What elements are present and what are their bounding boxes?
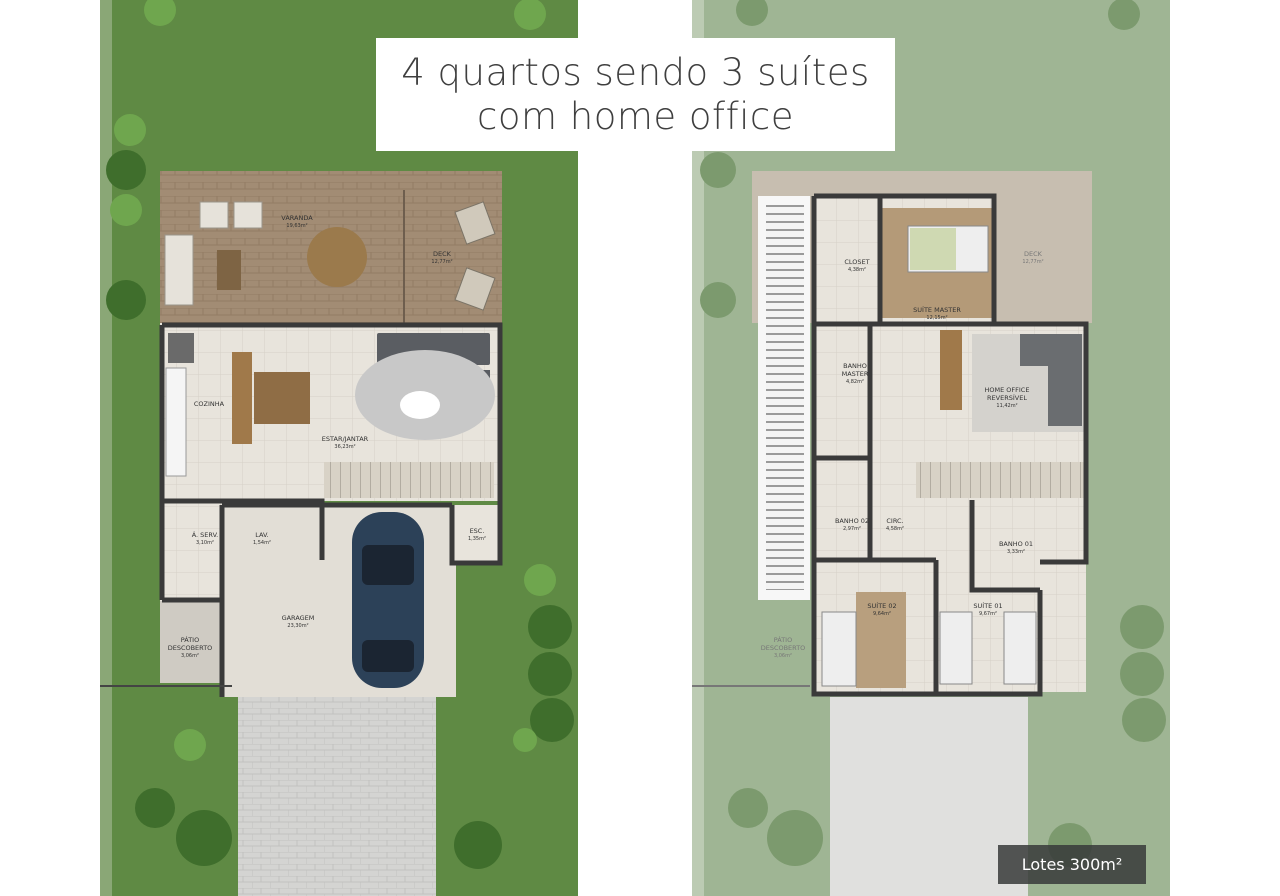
svg-text:3,10m²: 3,10m² <box>196 540 214 546</box>
ground-room-labels: VARANDA 19,63m² DECK 12,77m² COZINHA EST… <box>168 214 486 659</box>
bush <box>135 788 175 828</box>
bush <box>528 652 572 696</box>
svg-text:19,63m²: 19,63m² <box>286 223 307 229</box>
svg-text:MASTER: MASTER <box>842 370 869 378</box>
room-label-cozinha: COZINHA <box>194 400 225 408</box>
room-label-suite02: SUÍTE 02 <box>867 601 896 610</box>
svg-text:1,54m²: 1,54m² <box>253 540 271 546</box>
room-label-varanda: VARANDA <box>281 214 313 222</box>
room-label-suite01: SUÍTE 01 <box>973 601 1002 610</box>
ground-stairs <box>324 462 494 498</box>
kitchen-counter <box>165 367 187 477</box>
svg-text:3,06m²: 3,06m² <box>181 653 199 659</box>
upper-room-labels: CLOSET 4,38m² SUÍTE MASTER 12,15m² DECK … <box>761 250 1044 659</box>
svg-text:1,35m²: 1,35m² <box>468 536 486 542</box>
upper-walls <box>811 193 1089 697</box>
svg-text:23,30m²: 23,30m² <box>287 623 308 629</box>
svg-text:DESCOBERTO: DESCOBERTO <box>168 644 213 652</box>
room-label-garagem: GARAGEM <box>282 614 315 622</box>
upper-stairs <box>916 462 1084 498</box>
bush <box>176 810 232 866</box>
svg-text:9,67m²: 9,67m² <box>979 611 997 617</box>
title-line-2: com home office <box>476 94 794 138</box>
svg-text:3,06m²: 3,06m² <box>774 653 792 659</box>
lawn-strip <box>100 0 112 896</box>
room-label-esc: ESC. <box>470 527 485 535</box>
room-label-circ: CIRC. <box>886 517 903 525</box>
room-label-lav: LAV. <box>255 531 268 539</box>
svg-text:2,97m²: 2,97m² <box>843 526 861 532</box>
title-line-1: 4 quartos sendo 3 suítes <box>401 50 870 94</box>
room-label-home-office: HOME OFFICE <box>985 386 1030 394</box>
svg-text:9,64m²: 9,64m² <box>873 611 891 617</box>
svg-text:12,77m²: 12,77m² <box>1022 259 1043 265</box>
room-label-aserv: Á. SERV. <box>192 530 219 539</box>
svg-text:4,82m²: 4,82m² <box>846 379 864 385</box>
room-label-patio-upper: PÁTIO <box>774 635 792 644</box>
dining-table <box>254 372 310 424</box>
suite02-wood <box>856 592 906 688</box>
svg-text:REVERSÍVEL: REVERSÍVEL <box>987 393 1027 402</box>
faded-driveway <box>830 697 1028 896</box>
room-label-deck-upper: DECK <box>1024 250 1043 258</box>
svg-text:36,23m²: 36,23m² <box>334 444 355 450</box>
bush <box>454 821 502 869</box>
bush <box>530 698 574 742</box>
room-label-deck: DECK <box>433 250 452 258</box>
upper-floor-plan: CLOSET 4,38m² SUÍTE MASTER 12,15m² DECK … <box>692 0 1170 896</box>
bush <box>106 150 146 190</box>
room-label-suite-master: SUÍTE MASTER <box>913 305 961 314</box>
patio-descoberto-floor <box>160 601 222 683</box>
svg-text:12,15m²: 12,15m² <box>926 315 947 321</box>
room-label-banho-master: BANHO <box>843 362 867 370</box>
suite01-bed-b <box>1003 611 1037 685</box>
svg-text:DESCOBERTO: DESCOBERTO <box>761 644 806 652</box>
lot-size-badge: Lotes 300m² <box>998 845 1146 884</box>
svg-text:3,33m²: 3,33m² <box>1007 549 1025 555</box>
bush <box>528 605 572 649</box>
svg-text:4,38m²: 4,38m² <box>848 267 866 273</box>
room-label-banho01: BANHO 01 <box>999 540 1033 548</box>
svg-text:4,58m²: 4,58m² <box>886 526 904 532</box>
room-label-closet: CLOSET <box>844 258 869 266</box>
ground-walls <box>159 322 503 697</box>
driveway <box>238 697 436 896</box>
svg-text:12,77m²: 12,77m² <box>431 259 452 265</box>
suite01-bed-a <box>939 611 973 685</box>
office-sofa <box>1020 334 1082 366</box>
suite02-bed <box>821 611 857 687</box>
room-label-patio: PÁTIO <box>181 635 199 644</box>
varanda-table <box>307 227 367 287</box>
title-box: 4 quartos sendo 3 suítes com home office <box>376 38 895 151</box>
room-label-estar: ESTAR/JANTAR <box>322 435 369 443</box>
roof-tiles <box>766 205 804 590</box>
svg-text:11,42m²: 11,42m² <box>996 403 1017 409</box>
bush <box>106 280 146 320</box>
room-label-banho02: BANHO 02 <box>835 517 869 525</box>
